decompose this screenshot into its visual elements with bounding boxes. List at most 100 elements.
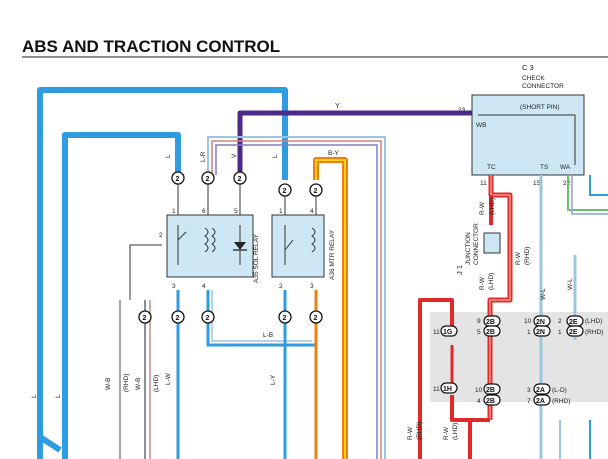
svg-text:2E: 2E: [569, 329, 578, 336]
connector-2-f: 2: [138, 310, 152, 324]
connector-2-e: 2: [309, 183, 323, 197]
yellow-stripe-by: [315, 159, 346, 459]
svg-text:2: 2: [143, 315, 147, 322]
svg-text:3: 3: [172, 283, 176, 290]
wire-label-l-inner: L: [55, 394, 62, 398]
junction-label-l-d: (L-D): [552, 387, 567, 394]
svg-text:2: 2: [206, 176, 210, 183]
wire-label-v: V: [231, 153, 238, 158]
connector-2b-b: 2B: [483, 325, 501, 337]
connector-2e-a: 2E: [566, 315, 584, 327]
wire-label-r-w-4: R-W: [407, 426, 414, 440]
wire-label-l-r: L-R: [200, 151, 207, 162]
wire-label-lhd-2: (LHD): [489, 198, 496, 215]
connector-2-a: 2: [171, 171, 185, 185]
svg-text:1: 1: [527, 329, 531, 336]
pin-tc-label: TC: [487, 164, 496, 171]
page-title: ABS AND TRACTION CONTROL: [22, 37, 280, 56]
svg-text:2A: 2A: [536, 398, 545, 405]
svg-text:10: 10: [475, 387, 483, 394]
connector-2b-d: 2B: [483, 394, 501, 406]
wire-label-l: L: [272, 154, 279, 158]
red-wire-r-w-left: [418, 298, 454, 459]
connector-2a-a: 2A: [533, 383, 551, 395]
junction-label-lhd: (LHD): [585, 318, 602, 325]
wire-label-r-w-1: R-W: [479, 201, 486, 215]
pin-wa-label: WA: [560, 164, 571, 171]
check-connector-name-1: CHECK: [522, 75, 545, 82]
svg-text:5: 5: [477, 329, 481, 336]
junction-connector-box: [483, 232, 501, 254]
junction-line1: JUNCTION: [465, 232, 472, 265]
wire-label-y: Y: [335, 101, 340, 110]
svg-text:6: 6: [202, 208, 206, 215]
lr-wire-3: [215, 144, 378, 459]
svg-text:2A: 2A: [536, 387, 545, 394]
wire-label-l-top: L: [165, 154, 172, 158]
svg-text:3: 3: [310, 283, 314, 290]
connector-2b-c: 2B: [483, 383, 501, 395]
lr-wire-2: [211, 140, 382, 459]
svg-text:10: 10: [524, 318, 532, 325]
svg-text:1: 1: [172, 208, 176, 215]
pin-15: 15: [533, 180, 541, 187]
svg-text:4: 4: [202, 283, 206, 290]
wire-label-w-b-2: W-B: [135, 377, 142, 390]
wire-label-lhd-4: (LHD): [452, 423, 459, 440]
junction-label-rhd: (RHD): [585, 329, 603, 336]
wire-label-lhd-1: (LHD): [153, 375, 160, 392]
wire-label-rhd-1: (RHD): [123, 374, 130, 392]
wire-label-r-w-3: R-W: [479, 276, 486, 290]
connector-2-h: 2: [201, 310, 215, 324]
svg-text:2B: 2B: [486, 329, 495, 336]
connector-2-top-row: 2 2 2 2 2: [171, 171, 323, 197]
pin-11: 11: [480, 180, 487, 187]
connector-2-bottom-row: 2 2 2 2 2: [138, 310, 323, 324]
wire-label-l-outer: L: [31, 394, 38, 398]
check-connector-code: C 3: [522, 63, 534, 72]
blue-wire-bend: [37, 410, 62, 453]
svg-text:2: 2: [176, 176, 180, 183]
svg-text:1: 1: [558, 329, 562, 336]
connector-2b-a: 2B: [483, 315, 501, 327]
lr-wire-1: [207, 136, 386, 459]
connector-2-i: 2: [278, 310, 292, 324]
pin-22: 22: [563, 180, 571, 187]
connector-1g: 1G: [440, 325, 458, 337]
connector-2-d: 2: [278, 183, 292, 197]
svg-text:2B: 2B: [486, 387, 495, 394]
svg-text:1: 1: [279, 208, 283, 215]
svg-text:3: 3: [527, 387, 531, 394]
wire-label-l-b: L-B: [263, 332, 273, 339]
svg-text:2: 2: [558, 318, 562, 325]
svg-text:2: 2: [283, 188, 287, 195]
svg-text:11: 11: [433, 386, 440, 393]
check-connector-box: [471, 94, 585, 176]
connector-2a-b: 2A: [533, 394, 551, 406]
wire-label-b-y: B-Y: [328, 150, 340, 157]
svg-text:9: 9: [477, 318, 481, 325]
wire-label-l-w: L-W: [165, 372, 172, 385]
svg-text:5: 5: [234, 208, 238, 215]
svg-text:1G: 1G: [443, 329, 453, 336]
connector-2e-b: 2E: [566, 325, 584, 337]
svg-text:4: 4: [477, 398, 481, 405]
svg-text:2B: 2B: [486, 398, 495, 405]
junction-label-rhd-2: (RHD): [552, 398, 570, 405]
svg-text:2: 2: [314, 315, 318, 322]
svg-text:2: 2: [238, 176, 242, 183]
junction-code: J 1: [455, 265, 464, 275]
short-pin-label: (SHORT PIN): [520, 104, 560, 111]
svg-text:2: 2: [283, 315, 287, 322]
wire-label-lhd-3: (LHD): [488, 273, 495, 290]
svg-text:2: 2: [176, 315, 180, 322]
short-pin-line: [478, 114, 576, 165]
wire-label-rhd-2: (RHD): [524, 247, 531, 265]
svg-text:2: 2: [206, 315, 210, 322]
orange-wire-by: [313, 157, 348, 459]
svg-text:2E: 2E: [569, 319, 578, 326]
wire-label-w-l: W-L: [540, 288, 547, 300]
wire-label-w-b-1: W-B: [105, 377, 112, 390]
svg-text:7: 7: [527, 398, 531, 405]
